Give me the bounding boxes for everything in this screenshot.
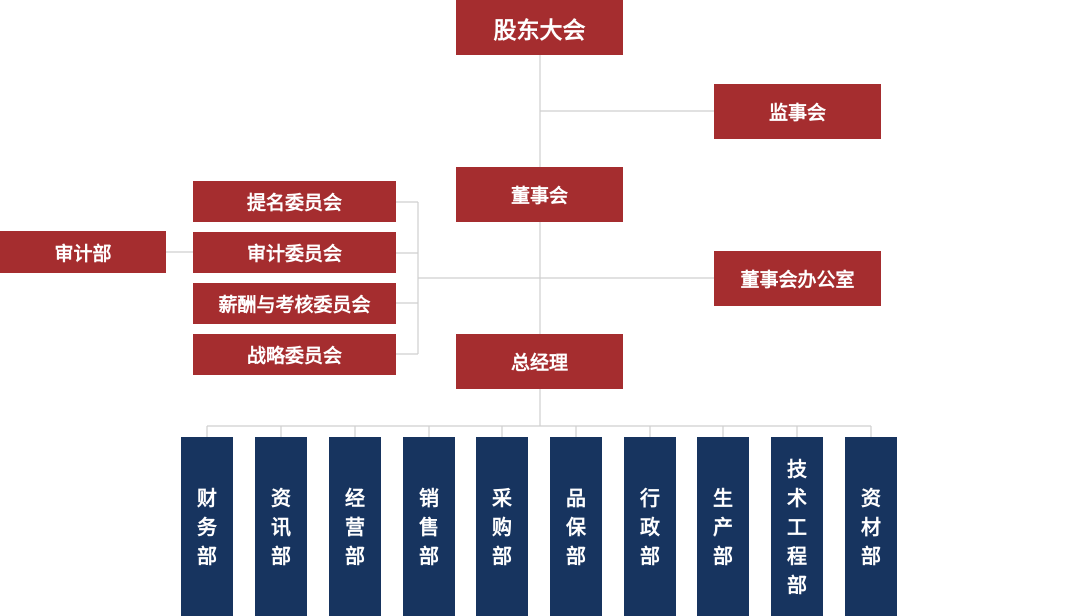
committee-audit-box: 审计委员会: [193, 232, 396, 273]
dept-label-char: 讯: [271, 515, 291, 539]
dept-label-char: 部: [566, 544, 586, 568]
board-office-box: 董事会办公室: [714, 251, 881, 306]
dept-label-char: 品: [566, 486, 586, 510]
audit-department-box: 审计部: [0, 231, 166, 273]
dept-it-box: 资讯部: [255, 437, 307, 616]
dept-label-char: 材: [861, 515, 881, 539]
shareholders-meeting-box: 股东大会: [456, 0, 623, 55]
dept-label-char: 务: [197, 515, 217, 539]
dept-purchasing-box: 采购部: [476, 437, 528, 616]
dept-label-char: 部: [345, 544, 365, 568]
dept-label-char: 部: [713, 544, 733, 568]
dept-label-char: 生: [713, 486, 733, 510]
committee-compensation-box: 薪酬与考核委员会: [193, 283, 396, 324]
dept-label-char: 部: [197, 544, 217, 568]
dept-label-char: 销: [419, 486, 439, 510]
dept-label-char: 部: [492, 544, 512, 568]
dept-materials-box: 资材部: [845, 437, 897, 616]
supervisory-board-box: 监事会: [714, 84, 881, 139]
dept-engineering-box: 技术工程部: [771, 437, 823, 616]
dept-label-char: 政: [640, 515, 660, 539]
committee-strategy-box: 战略委员会: [193, 334, 396, 375]
board-of-directors-box: 董事会: [456, 167, 623, 222]
dept-production-box: 生产部: [697, 437, 749, 616]
dept-label-char: 营: [345, 515, 365, 539]
dept-operations-box: 经营部: [329, 437, 381, 616]
dept-label-char: 部: [861, 544, 881, 568]
dept-label-char: 售: [419, 515, 439, 539]
dept-label-char: 经: [345, 486, 365, 510]
dept-label-char: 保: [566, 515, 586, 539]
dept-label-char: 部: [640, 544, 660, 568]
dept-quality-box: 品保部: [550, 437, 602, 616]
general-manager-box: 总经理: [456, 334, 623, 389]
dept-label-char: 技: [787, 457, 807, 481]
dept-label-char: 工: [787, 515, 807, 539]
dept-label-char: 财: [197, 486, 217, 510]
dept-sales-box: 销售部: [403, 437, 455, 616]
dept-label-char: 采: [492, 486, 512, 510]
dept-label-char: 资: [271, 486, 291, 510]
dept-label-char: 行: [640, 486, 660, 510]
dept-label-char: 资: [861, 486, 881, 510]
dept-label-char: 部: [787, 573, 807, 597]
dept-label-char: 产: [713, 515, 733, 539]
dept-label-char: 部: [419, 544, 439, 568]
dept-label-char: 购: [492, 515, 512, 539]
dept-admin-box: 行政部: [624, 437, 676, 616]
committee-nomination-box: 提名委员会: [193, 181, 396, 222]
dept-label-char: 术: [787, 486, 807, 510]
dept-label-char: 部: [271, 544, 291, 568]
dept-label-char: 程: [787, 544, 807, 568]
dept-finance-box: 财务部: [181, 437, 233, 616]
